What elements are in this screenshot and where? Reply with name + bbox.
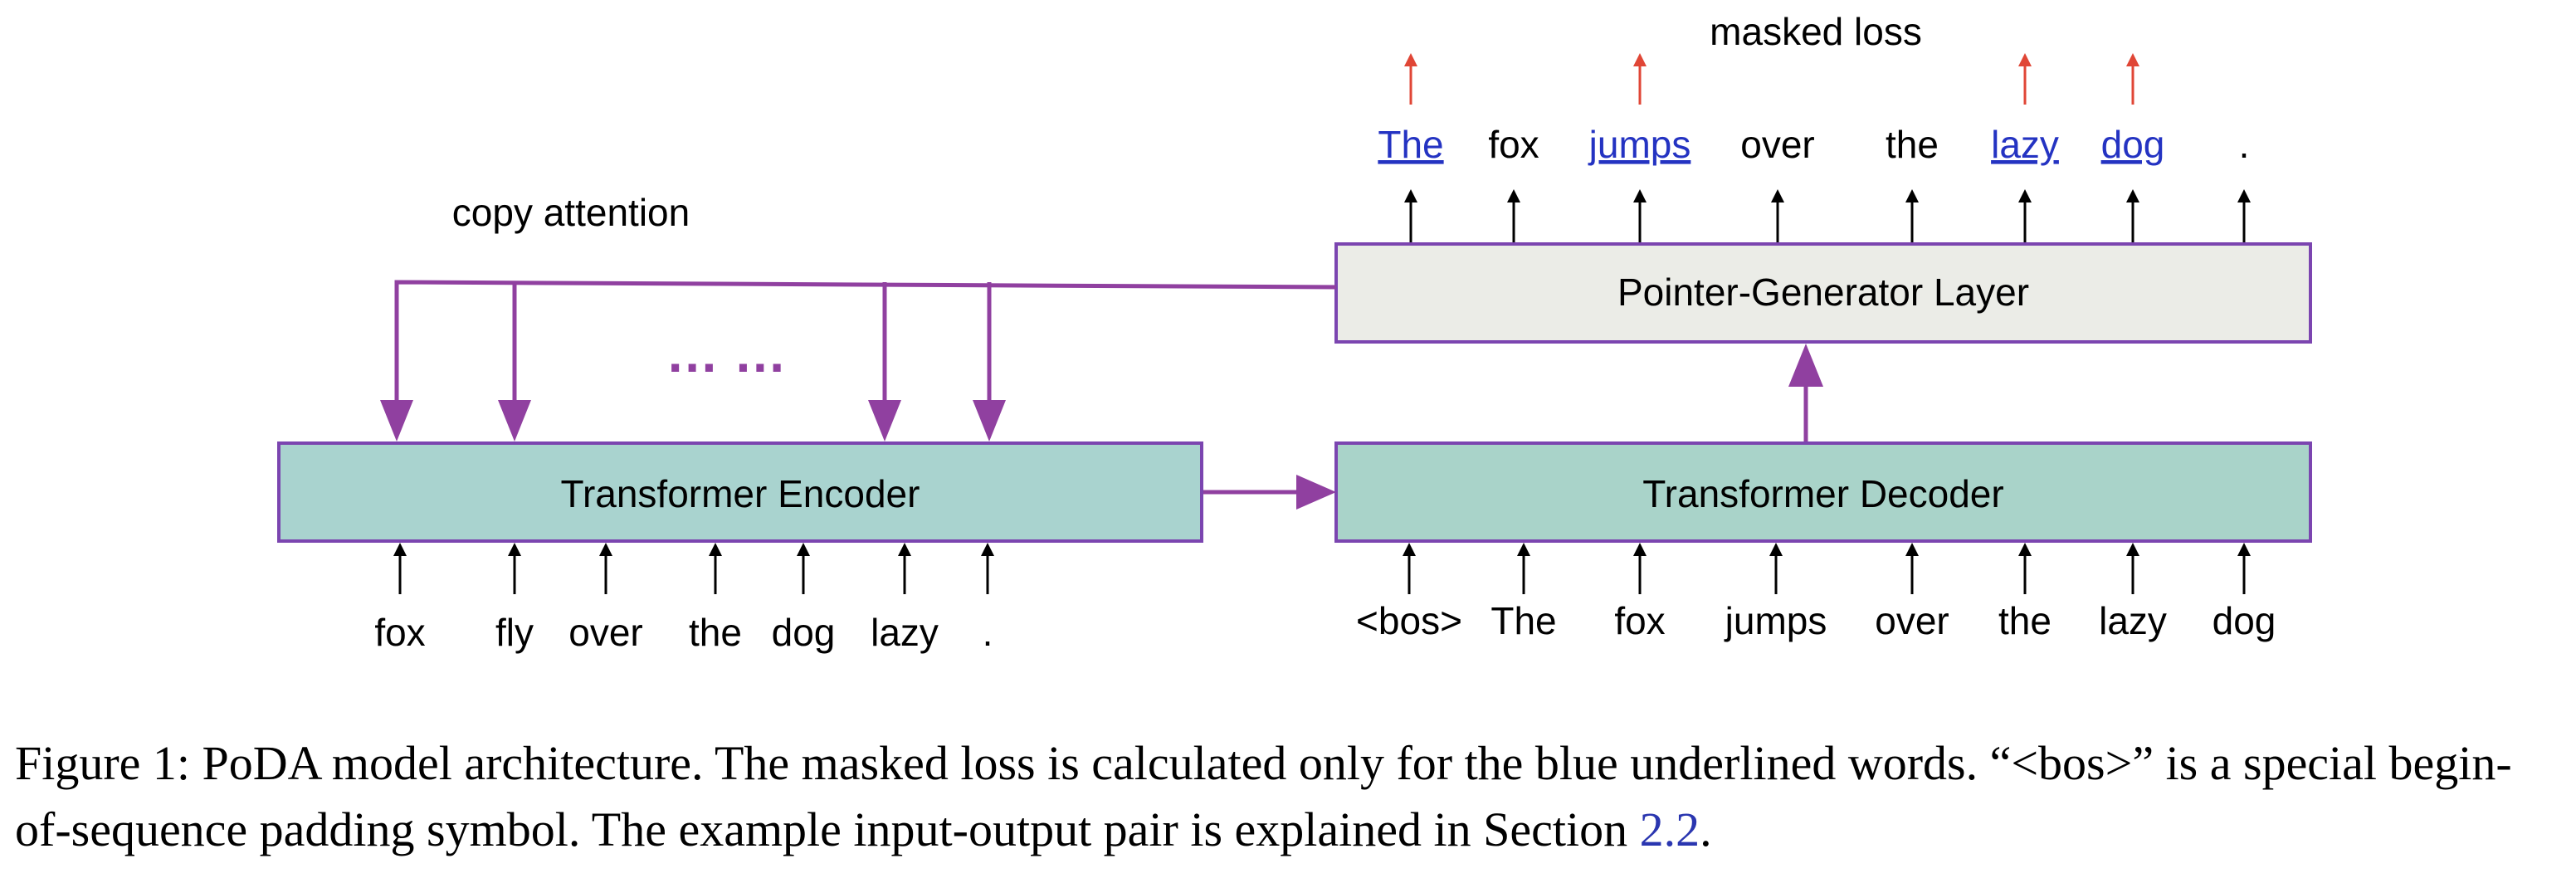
- masked-output-token: lazy: [1991, 123, 2059, 166]
- architecture-diagram: masked loss copy attention … … Pointer-G…: [277, 10, 2312, 654]
- output-token: the: [1886, 123, 1939, 166]
- masked-output-token: The: [1378, 123, 1443, 166]
- caption-end: .: [1700, 802, 1712, 856]
- encoder-input-token: over: [568, 611, 642, 654]
- decoder-input-token: fox: [1614, 599, 1665, 642]
- caption-text: Figure 1: PoDA model architecture. The m…: [15, 736, 2512, 856]
- decoder-input-token: <bos>: [1356, 599, 1462, 642]
- decoder-input-token: over: [1875, 599, 1949, 642]
- decoder-to-pointer-arrowhead: [1788, 344, 1823, 387]
- encoder-input-token: lazy: [871, 611, 939, 654]
- output-token: over: [1740, 123, 1814, 166]
- encoder-input-token: fly: [495, 611, 534, 654]
- caption-section-ref[interactable]: 2.2: [1639, 802, 1700, 856]
- masked-loss-label: masked loss: [1710, 10, 1922, 53]
- encoder-input-token: .: [983, 611, 993, 654]
- encoder-input-token: dog: [772, 611, 836, 654]
- output-token: fox: [1488, 123, 1539, 166]
- transformer-encoder-label: Transformer Encoder: [561, 472, 920, 515]
- masked-output-token: jumps: [1588, 123, 1691, 166]
- transformer-encoder-box: [277, 441, 1203, 543]
- decoder-input-tokens: <bos> The fox jumps over the lazy dog: [1356, 543, 2276, 642]
- encoder-input-token: the: [689, 611, 742, 654]
- encoder-to-decoder-arrowhead: [1296, 475, 1336, 510]
- encoder-input-token: fox: [374, 611, 425, 654]
- copy-attention-arrowhead-1: [498, 400, 531, 441]
- decoder-input-token: dog: [2213, 599, 2276, 642]
- copy-attention-line: [394, 280, 1337, 408]
- figure-caption: Figure 1: PoDA model architecture. The m…: [15, 730, 2554, 863]
- copy-attention-arrowhead-3: [973, 400, 1006, 441]
- copy-attention-arrowhead-0: [380, 400, 413, 441]
- copy-attention-arrowhead-2: [868, 400, 901, 441]
- copy-attention-label: copy attention: [452, 191, 690, 234]
- ellipsis-dots: … …: [666, 324, 787, 383]
- decoder-input-token: jumps: [1724, 599, 1827, 642]
- pointer-generator-box: [1334, 242, 2312, 344]
- transformer-decoder-label: Transformer Decoder: [1642, 472, 2003, 515]
- decoder-input-token: the: [1998, 599, 2052, 642]
- decoder-input-token: lazy: [2099, 599, 2167, 642]
- output-token: .: [2239, 123, 2250, 166]
- masked-output-token: dog: [2101, 123, 2165, 166]
- transformer-decoder-box: [1334, 441, 2312, 543]
- decoder-input-token: The: [1490, 599, 1556, 642]
- pointer-generator-label: Pointer-Generator Layer: [1617, 271, 2029, 314]
- copy-attention-drops: [380, 282, 1006, 441]
